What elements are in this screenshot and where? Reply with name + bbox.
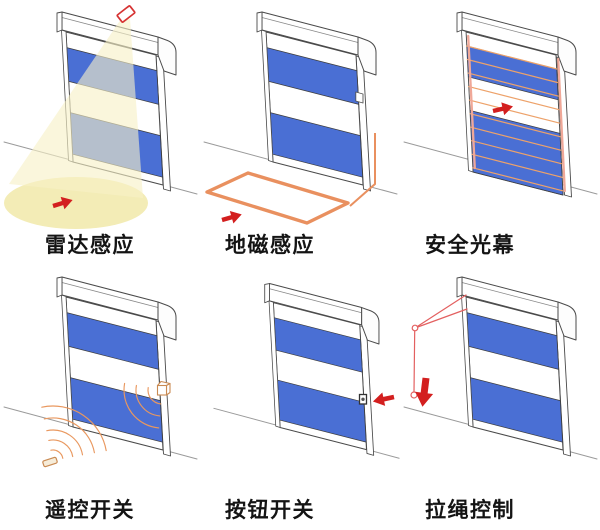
pull-rope-icon xyxy=(410,294,468,407)
light-curtain-icon xyxy=(466,34,566,193)
radio-receiver xyxy=(156,380,171,396)
remote-door-illustration xyxy=(3,276,198,468)
direction-arrow-icon xyxy=(492,102,513,116)
panel-label-button: 按钮开关 xyxy=(225,499,315,522)
panel-label-ground-loop: 地磁感应 xyxy=(225,234,315,257)
door-illustration xyxy=(213,283,400,459)
ground-loop-icon xyxy=(205,91,376,225)
door-illustration xyxy=(3,276,198,460)
radar-beam-icon xyxy=(4,5,148,229)
panel-label-light-curtain: 安全光幕 xyxy=(425,234,515,257)
induction-loop xyxy=(205,171,350,225)
panel-pull-rope: 拉绳控制 xyxy=(400,265,600,530)
direction-arrow-icon xyxy=(221,210,242,224)
panel-label-radar: 雷达感应 xyxy=(45,234,135,257)
panel-light-curtain: 安全光幕 xyxy=(400,0,600,265)
panel-button: 按钮开关 xyxy=(200,265,400,530)
door-illustration xyxy=(403,276,598,460)
rope-pulley xyxy=(411,324,419,332)
button-door-illustration xyxy=(213,283,400,459)
ground-loop-door-illustration xyxy=(203,11,398,225)
panel-ground-loop: 地磁感应 xyxy=(200,0,400,265)
panel-label-remote: 遥控开关 xyxy=(45,499,135,522)
radio-waves-icon xyxy=(41,380,171,468)
radar-sensor xyxy=(116,5,136,23)
direction-arrow-icon xyxy=(52,196,73,210)
pull-down-arrow-icon xyxy=(415,377,434,407)
direction-arrow-icon xyxy=(372,392,395,406)
light-curtain-door-illustration xyxy=(403,11,598,198)
pull-rope-door-illustration xyxy=(403,276,598,460)
radar-door-illustration xyxy=(3,5,198,229)
remote-transmitter xyxy=(42,456,58,468)
door-illustration xyxy=(403,11,598,198)
wall-button xyxy=(358,393,368,405)
panel-label-pull-rope: 拉绳控制 xyxy=(425,499,515,522)
push-button-icon xyxy=(358,392,395,406)
door-illustration xyxy=(203,11,398,195)
loop-wire xyxy=(349,133,376,207)
panel-remote: 遥控开关 xyxy=(0,265,200,530)
panel-radar: 雷达感应 xyxy=(0,0,200,265)
